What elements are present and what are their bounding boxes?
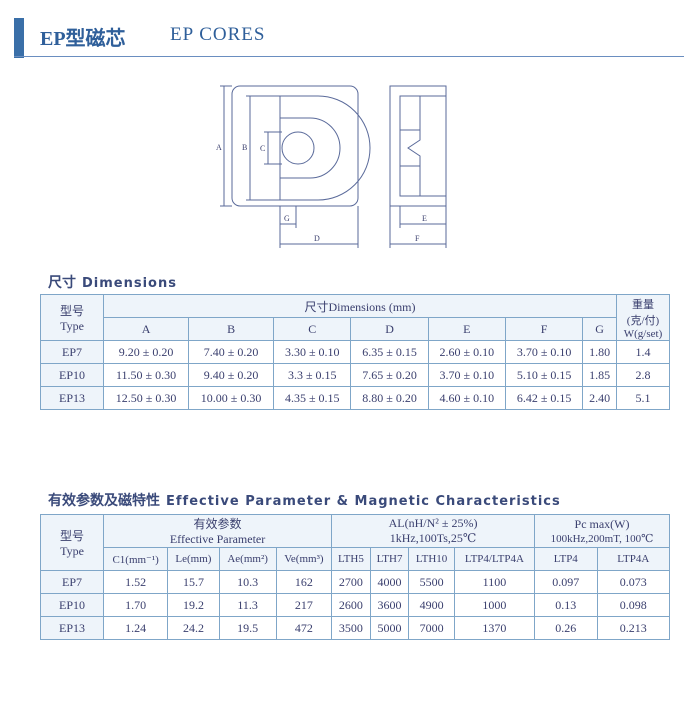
table-row: EP13 12.50 ± 0.30 10.00 ± 0.30 4.35 ± 0.…: [40, 386, 670, 410]
core-front-outline: [231, 85, 359, 207]
header-divider: [14, 56, 684, 57]
ep-header: 有效参数 Effective Parameter: [102, 514, 333, 548]
pc-header: Pc max(W) 100kHz,200mT, 100℃: [534, 514, 670, 548]
col-ltp4a: LTP4A: [596, 547, 671, 571]
header-accent-bar: [14, 18, 24, 58]
dims-header: 尺寸Dimensions (mm): [103, 294, 617, 318]
col-lth10: LTH10: [408, 547, 455, 571]
dim-label-d: D: [314, 234, 320, 243]
col-g: G: [582, 317, 617, 341]
col-lth5: LTH5: [331, 547, 371, 571]
type-header: 型号 Type: [40, 294, 104, 341]
dim-label-c: C: [260, 144, 265, 153]
al-header: AL(nH/N² ± 25%) 1kHz,100Ts,25℃: [331, 514, 536, 548]
col-e: E: [427, 317, 506, 341]
weight-header: 重量 (克/付) W(g/set): [616, 294, 670, 341]
dim-label-a: A: [216, 143, 222, 152]
dim-label-b: B: [242, 143, 247, 152]
dim-label-g: G: [284, 214, 290, 223]
type-header: 型号 Type: [40, 514, 104, 571]
col-ltp4-ltp4a: LTP4/LTP4A: [453, 547, 536, 571]
core-center-pole: [281, 131, 315, 165]
col-a: A: [102, 317, 190, 341]
col-d: D: [350, 317, 429, 341]
table-row: EP10 11.50 ± 0.30 9.40 ± 0.20 3.3 ± 0.15…: [40, 363, 670, 387]
page-subtitle: EP CORES: [170, 24, 266, 45]
core-front-dshape: [279, 95, 371, 201]
col-b: B: [188, 317, 275, 341]
core-front-inner: [280, 117, 341, 179]
table-row: EP13 1.24 24.2 19.5 472 3500 5000 7000 1…: [40, 616, 671, 640]
ep-core-drawing: A B C G D E F: [216, 85, 447, 248]
table-row: EP7 9.20 ± 0.20 7.40 ± 0.20 3.30 ± 0.10 …: [40, 340, 670, 364]
table-row: EP10 1.70 19.2 11.3 217 2600 3600 4900 1…: [40, 593, 671, 617]
table-row: EP7 1.52 15.7 10.3 162 2700 4000 5500 11…: [40, 570, 671, 594]
col-le: Le(mm): [167, 547, 220, 571]
dim-label-f: F: [415, 234, 420, 243]
col-ae: Ae(mm²): [218, 547, 277, 571]
col-ve: Ve(mm³): [275, 547, 333, 571]
effective-table: 型号 Type 有效参数 Effective Parameter AL(nH/N…: [40, 514, 671, 640]
dimensions-table: 型号 Type 尺寸Dimensions (mm) 重量 (克/付) W(g/s…: [40, 294, 670, 410]
dim-label-e: E: [422, 214, 427, 223]
col-ltp4: LTP4: [534, 547, 598, 571]
col-c1: C1(mm⁻¹): [102, 547, 169, 571]
col-c: C: [273, 317, 352, 341]
page-title: EP型磁芯: [40, 28, 126, 50]
col-lth7: LTH7: [369, 547, 410, 571]
core-side-outline: [389, 85, 447, 207]
col-f: F: [504, 317, 584, 341]
